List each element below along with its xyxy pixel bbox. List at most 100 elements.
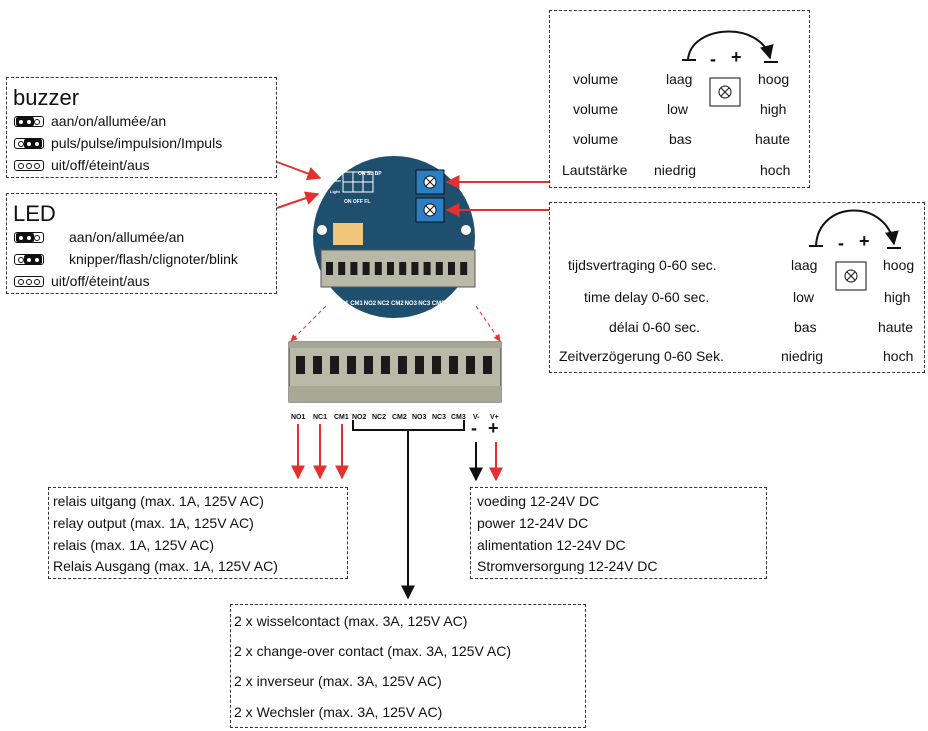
connector-slot <box>313 356 322 374</box>
board-terminal-label: NO1 <box>323 301 336 307</box>
connector-terminal-label: V- <box>473 414 480 421</box>
board-terminal-slot <box>387 262 394 275</box>
delay-row-low: bas <box>794 319 817 335</box>
connector-slot <box>398 356 407 374</box>
connector-slot <box>364 356 373 374</box>
buzzer-option-on: aan/on/allumée/an <box>51 113 167 129</box>
board-row-label-light: Light <box>330 189 340 194</box>
led-option-on: aan/on/allumée/an <box>69 229 185 245</box>
led-arrow <box>276 191 320 209</box>
board-terminal-label: V- <box>445 301 452 307</box>
connector-terminal-label: NC3 <box>432 414 447 421</box>
delay-rotation-arc <box>815 209 899 247</box>
delay-row-low: low <box>793 289 815 305</box>
connector-slot <box>296 356 305 374</box>
volume-row-high: haute <box>755 131 791 147</box>
volume-row-low: low <box>667 101 689 117</box>
board-jumper-sub: ON OFF FL <box>344 199 371 205</box>
connector-terminal-label: NO2 <box>352 414 367 421</box>
buzzer-arrow <box>276 161 322 181</box>
delay-row-name: time delay 0-60 sec. <box>584 289 710 305</box>
volume-row-name: Lautstärke <box>562 162 628 178</box>
board-terminal-label: CM3 <box>431 301 445 307</box>
changeover-line: 2 x wisselcontact (max. 3A, 125V AC) <box>234 613 468 629</box>
relay1-line: relais (max. 1A, 125V AC) <box>53 537 215 553</box>
relay1-line: relay output (max. 1A, 125V AC) <box>53 515 254 531</box>
volume-row-high: hoch <box>760 162 791 178</box>
delay-row-name: tijdsvertraging 0-60 sec. <box>568 257 717 273</box>
power-line: voeding 12-24V DC <box>477 493 600 509</box>
connector-terminal-label: NO1 <box>291 414 306 421</box>
connector-terminal-label: CM1 <box>334 414 349 421</box>
delay-row-high: haute <box>878 319 914 335</box>
board-terminal-slot <box>374 262 382 275</box>
connector-slot <box>381 356 390 374</box>
volume-row-low: bas <box>669 131 692 147</box>
led-option-off: uit/off/éteint/aus <box>51 273 150 289</box>
jumper-on-icon <box>14 116 44 127</box>
board-terminal-slot <box>399 262 407 275</box>
volume-row-low: laag <box>666 71 693 87</box>
delay-plus: + <box>859 231 870 251</box>
led-option-flash: knipper/flash/clignoter/blink <box>69 251 238 267</box>
board-terminal-slot <box>448 262 455 275</box>
connector-terminal-label: CM3 <box>451 414 466 421</box>
board-terminal-label: NO2 <box>363 301 377 307</box>
buzzer-panel: buzzer aan/on/allumée/an puls/pulse/impu… <box>6 77 277 178</box>
board-terminal-label: NC2 <box>377 301 390 307</box>
power-line: alimentation 12-24V DC <box>477 537 626 553</box>
board-terminal-slot <box>460 262 468 275</box>
jumper-pulse-icon <box>14 138 44 149</box>
board-terminal-slot <box>338 262 346 275</box>
volume-row-name: volume <box>573 71 619 87</box>
connector-slot <box>415 356 424 374</box>
volume-minus: - <box>710 49 716 69</box>
delay-row-name: délai 0-60 sec. <box>609 319 701 335</box>
changeover-line: 2 x Wechsler (max. 3A, 125V AC) <box>234 704 443 720</box>
led-panel: LED aan/on/allumée/an knipper/flash/clig… <box>6 193 277 294</box>
connector-slot <box>432 356 441 374</box>
relay1-line: relais uitgang (max. 1A, 125V AC) <box>53 493 264 509</box>
delay-row-high: hoch <box>883 348 914 364</box>
delay-row-high: high <box>884 289 911 305</box>
relay1-panel: relais uitgang (max. 1A, 125V AC) relay … <box>48 487 348 579</box>
connector-slot <box>330 356 339 374</box>
delay-minus: - <box>838 233 844 253</box>
volume-panel: - + volume laag hoog volume low high vol… <box>549 10 810 188</box>
board-terminal-label: NO3 <box>404 301 417 307</box>
jumper-on-icon <box>14 232 44 243</box>
volume-row-high: hoog <box>758 71 790 87</box>
board-terminal-label: NC3 <box>418 301 431 307</box>
power-panel: voeding 12-24V DC power 12-24V DC alimen… <box>470 487 767 579</box>
volume-plus: + <box>731 47 742 67</box>
mount-hole-right <box>461 225 471 235</box>
connector-slot <box>483 356 492 374</box>
buzzer-option-pulse: puls/pulse/impulsion/Impuls <box>51 135 223 151</box>
changeover-panel: 2 x wisselcontact (max. 3A, 125V AC) 2 x… <box>230 604 586 728</box>
delay-panel: - + tijdsvertraging 0-60 sec. laag hoog … <box>549 202 925 373</box>
buzzer-title: buzzer <box>13 85 80 110</box>
board-terminal-slot <box>326 262 333 275</box>
volume-row-name: volume <box>573 101 619 117</box>
connector-slot <box>466 356 475 374</box>
board-chip <box>333 223 363 245</box>
connector-terminal-label: CM2 <box>392 414 407 421</box>
jumper-off-icon <box>14 160 44 171</box>
connector-slot <box>347 356 356 374</box>
jumper-flash-icon <box>14 254 44 265</box>
vplus-sign: + <box>488 418 499 438</box>
changeover-line: 2 x change-over contact (max. 3A, 125V A… <box>234 643 512 659</box>
buzzer-option-off: uit/off/éteint/aus <box>51 157 150 173</box>
connector-terminal-label: NO3 <box>412 414 427 421</box>
board-row-label-buzzer: Buzzer <box>328 178 342 183</box>
connector-slot <box>449 356 458 374</box>
board-terminal-slot <box>350 262 358 275</box>
board-terminal-label: NC1 <box>336 301 349 307</box>
relay23-bracket <box>352 420 465 431</box>
volume-row-high: high <box>760 101 787 117</box>
board-jumper-header: ON SL BP <box>358 171 382 177</box>
vminus-sign: - <box>471 418 477 438</box>
jumper-off-icon <box>14 276 44 287</box>
board-terminal-slot <box>435 262 443 275</box>
